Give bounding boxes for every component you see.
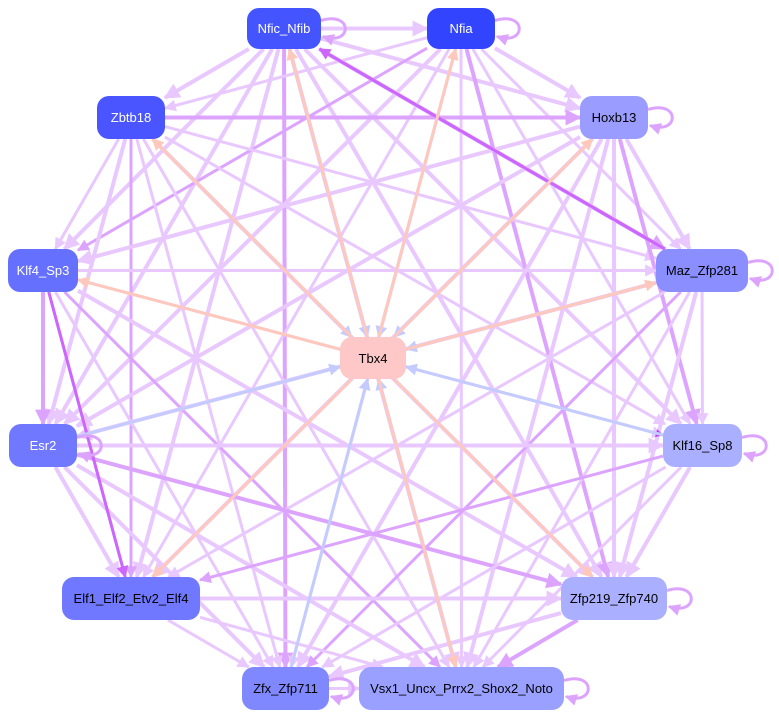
edge-Zbtb18-to-Klf16_Sp8 — [164, 135, 667, 426]
edge-Maz_Zfp281-to-Nfic_Nfib — [318, 47, 666, 251]
node-zfp219[interactable]: Zfp219_Zfp740 — [561, 577, 667, 620]
edge-Klf4_Sp3-to-Zfp219 — [77, 288, 578, 579]
edge-Nfic_Nfib-to-Zbtb18 — [163, 47, 250, 100]
node-vsx1[interactable]: Vsx1_Uncx_Prrx2_Shox2_Noto — [359, 667, 564, 710]
edge-Tbx4-to-Klf4_Sp3 — [76, 276, 341, 351]
edge-Nfia-to-Hoxb13 — [493, 46, 582, 100]
self-loop-Klf16_Sp8 — [741, 434, 768, 463]
edge-Esr2-to-Elf1 — [53, 466, 121, 579]
node-klf4_sp3[interactable]: Klf4_Sp3 — [8, 249, 78, 292]
edge-Zfp219-to-Vsx1 — [496, 618, 579, 669]
edge-Zfx-to-Tbx4 — [289, 377, 371, 668]
self-loop-Hoxb13 — [647, 106, 674, 135]
node-label: Zbtb18 — [110, 110, 152, 125]
node-label: Zfx_Zfp711 — [253, 681, 318, 696]
edge-Tbx4-to-Hoxb13 — [392, 137, 594, 339]
edge-Nfic_Nfib-to-Zfp219 — [294, 47, 604, 579]
self-loop-Nfic_Nfib — [320, 17, 347, 46]
edge-Tbx4-to-Zbtb18 — [151, 137, 353, 339]
edge-Klf16_Sp8-to-Zfp219 — [624, 465, 692, 579]
edge-Zfp219-to-Zfx — [327, 611, 562, 681]
edge-Elf1-to-Zfx — [167, 618, 250, 669]
edge-Esr2-to-Tbx4 — [76, 363, 342, 438]
edge-Klf16_Sp8-to-Zfx — [321, 465, 667, 669]
edge-Nfia-to-Elf1 — [142, 48, 451, 579]
edge-Maz_Zfp281-to-Vsx1 — [472, 291, 691, 669]
edge-Tbx4-to-Nfic_Nfib — [286, 47, 369, 338]
edge-Tbx4-to-Elf1 — [151, 377, 353, 579]
node-zfx[interactable]: Zfx_Zfp711 — [242, 667, 329, 710]
node-label: Nfia — [449, 21, 473, 36]
edge-Tbx4-to-Maz_Zfp281 — [405, 279, 658, 351]
node-esr2[interactable]: Esr2 — [9, 424, 77, 467]
node-maz_zfp281[interactable]: Maz_Zfp281 — [656, 249, 748, 292]
node-label: Maz_Zfp281 — [665, 263, 739, 278]
node-label: Zfp219_Zfp740 — [569, 591, 659, 606]
edge-Hoxb13-to-Maz_Zfp281 — [624, 138, 692, 251]
self-loop-Esr2 — [76, 434, 103, 463]
node-label: Tbx4 — [358, 350, 388, 366]
edge-Zbtb18-to-Maz_Zfp281 — [164, 125, 658, 262]
edge-Maz_Zfp281-to-Elf1 — [167, 290, 666, 579]
edge-Tbx4-to-Vsx1 — [377, 378, 459, 669]
edge-Tbx4-to-Zfp219 — [392, 377, 594, 579]
node-nfic_nfib[interactable]: Nfic_Nfib — [247, 8, 321, 49]
node-hoxb13[interactable]: Hoxb13 — [580, 96, 648, 139]
self-loop-Vsx1 — [563, 677, 590, 706]
node-label: Hoxb13 — [591, 110, 637, 125]
edge-Klf16_Sp8-to-Tbx4 — [404, 363, 664, 437]
edge-Hoxb13-to-Esr2 — [75, 135, 581, 428]
node-label: Esr2 — [29, 438, 57, 453]
edge-Elf1-to-Vsx1 — [199, 615, 384, 670]
self-loop-Maz_Zfp281 — [747, 259, 774, 288]
edge-Nfic_Nfib-to-Zfx — [277, 48, 294, 669]
node-label: Klf4_Sp3 — [16, 263, 70, 278]
node-label: Klf16_Sp8 — [672, 438, 733, 453]
node-elf1[interactable]: Elf1_Elf2_Etv2_Elf4 — [62, 577, 200, 620]
node-label: Nfic_Nfib — [257, 21, 311, 36]
node-label: Elf1_Elf2_Etv2_Elf4 — [73, 591, 189, 606]
node-klf16_sp8[interactable]: Klf16_Sp8 — [663, 424, 742, 467]
node-label: Vsx1_Uncx_Prrx2_Shox2_Noto — [370, 681, 553, 696]
node-zbtb18[interactable]: Zbtb18 — [97, 96, 165, 139]
self-loop-Zfx — [328, 677, 355, 706]
edge-Hoxb13-to-Zfx — [296, 138, 604, 669]
node-nfia[interactable]: Nfia — [427, 8, 495, 49]
edge-Zbtb18-to-Klf4_Sp3 — [54, 138, 120, 251]
self-loop-Nfia — [494, 17, 521, 46]
self-loop-Zfp219 — [666, 587, 693, 616]
edge-Tbx4-to-Nfia — [377, 47, 459, 338]
edge-Esr2-to-Zfp219 — [76, 452, 563, 589]
node-tbx4[interactable]: Tbx4 — [340, 337, 406, 379]
edge-Zbtb18-to-Vsx1 — [142, 138, 451, 669]
edge-Klf16_Sp8-to-Elf1 — [198, 454, 664, 584]
